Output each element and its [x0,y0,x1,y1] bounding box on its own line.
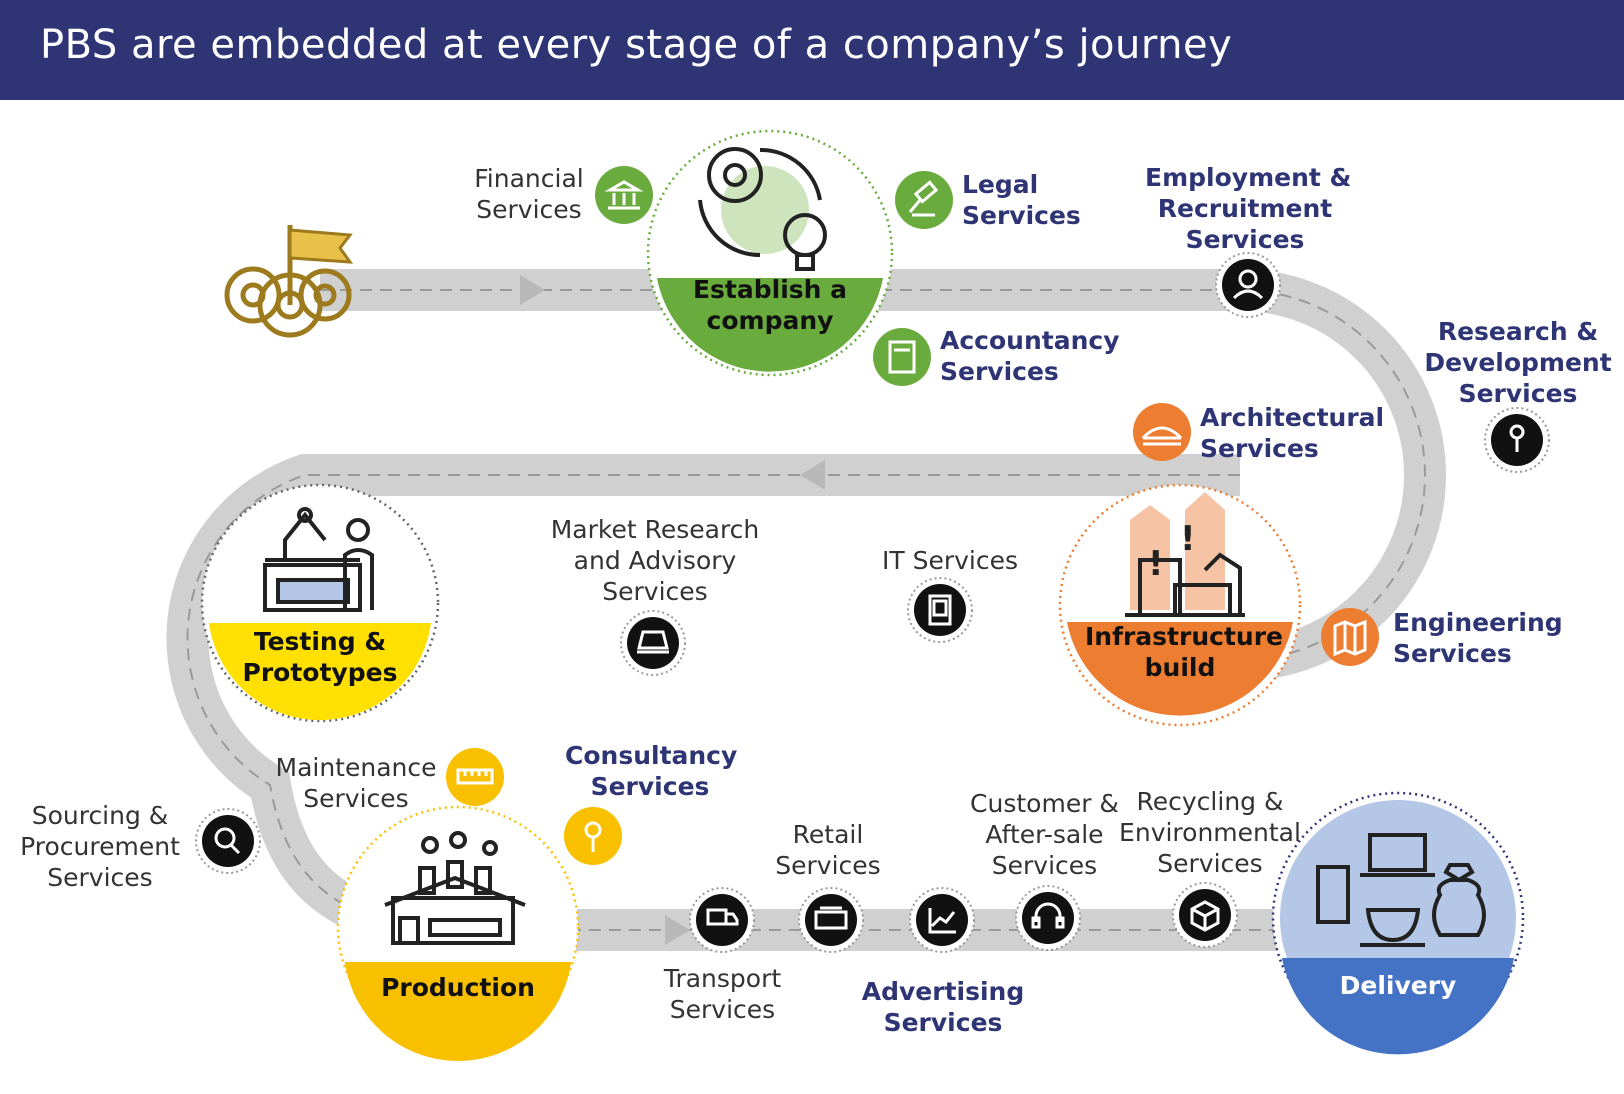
label-it-services: IT Services [881,546,1018,575]
page-header: PBS are embedded at every stage of a com… [0,0,1624,100]
bank-icon [595,166,653,224]
journey-diagram: ! ! [166,129,1550,1061]
stage-delivery [1271,791,1525,1055]
stage-testing-prototypes [200,483,440,723]
person-icon [1215,252,1281,318]
recycle-box-icon [1172,882,1238,948]
stage-label-delivery: Delivery [1339,971,1457,1000]
flag-gears-icon [224,225,354,338]
search-icon [195,808,261,874]
svg-text:!: ! [1148,544,1164,584]
robot-arm-icon [263,507,374,612]
headset-icon [1015,885,1081,951]
ruler-icon [446,748,504,806]
bulb-icon [564,807,622,865]
stage-label-production: Production [381,973,535,1002]
stage-label-testing: Testing &Prototypes [242,627,398,687]
gear-bulb-icon [698,147,827,271]
stage-establish-company [646,129,894,377]
truck-icon [689,887,755,953]
chart-icon [909,887,975,953]
gavel-icon [895,171,953,229]
page-title: PBS are embedded at every stage of a com… [40,22,1233,68]
cash-register-icon [798,887,864,953]
stage-production [336,805,580,1061]
tablet-icon [907,577,973,643]
map-icon [1321,608,1379,666]
svg-text:!: ! [1180,519,1196,559]
pin-icon [1484,407,1550,473]
calculator-icon [873,328,931,386]
products-icon [1316,833,1486,947]
stage-infrastructure-build: ! ! [1058,483,1302,727]
factory-icon [384,831,526,945]
buildings-icon: ! ! [1125,492,1245,617]
bridge-icon [1133,403,1191,461]
laptop-icon [620,610,686,676]
